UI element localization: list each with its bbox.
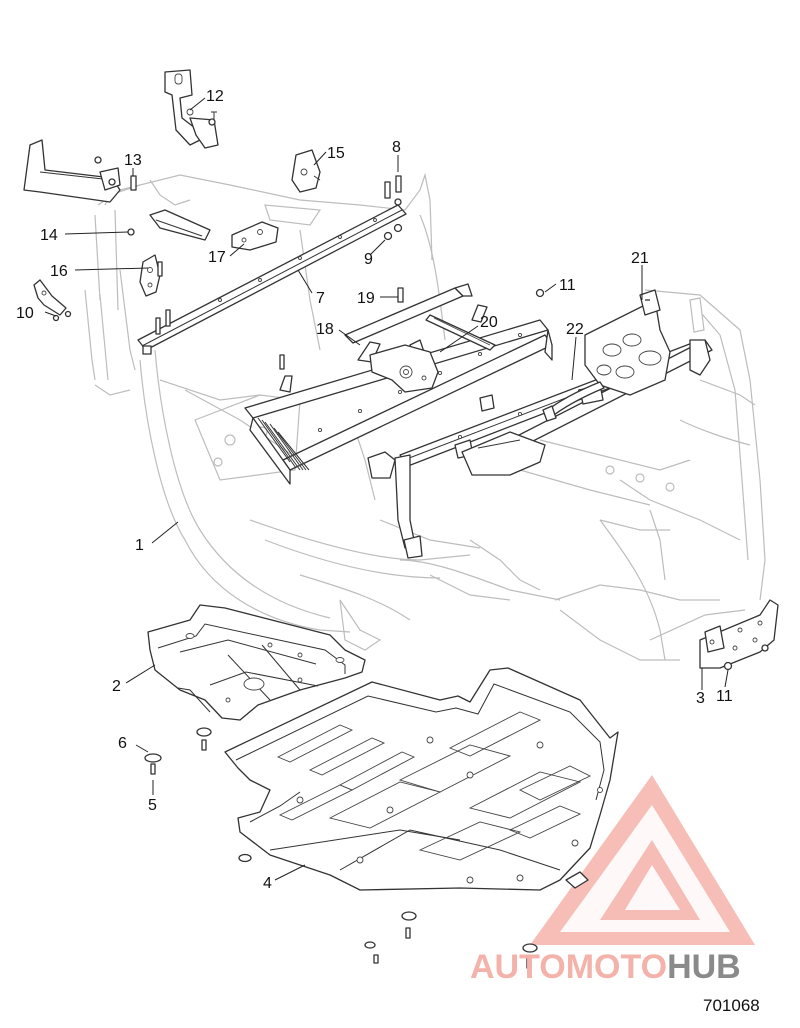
watermark-brand-part2: HUB — [667, 948, 741, 986]
svg-text:AUTOMOTOHUB: AUTOMOTOHUB — [470, 948, 741, 986]
callout-7: 7 — [316, 290, 325, 307]
callout-labels: 1 2 3 4 5 6 7 8 9 10 11 11 12 13 14 15 1… — [16, 88, 733, 892]
callout-14: 14 — [40, 227, 58, 244]
callout-3: 3 — [696, 690, 705, 707]
callout-19: 19 — [357, 290, 375, 307]
rear-crossmember-21 — [584, 289, 711, 396]
callout-15: 15 — [327, 145, 345, 162]
watermark-text: AUTOMOTOHUB — [470, 948, 741, 986]
bracket-arm-left — [23, 139, 121, 203]
main-frame-ghost — [84, 172, 766, 661]
diagram-number: 701068 — [703, 996, 760, 1015]
callout-18: 18 — [316, 321, 334, 338]
callout-21: 21 — [631, 250, 649, 267]
callout-13: 13 — [124, 152, 142, 169]
callout-11-upper: 11 — [559, 277, 576, 294]
bracket-18 — [369, 344, 439, 393]
bracket-near-14 — [149, 209, 211, 241]
bracket-10 — [33, 279, 67, 316]
bracket-17 — [231, 221, 279, 251]
callout-1: 1 — [135, 537, 144, 554]
callout-2: 2 — [112, 678, 121, 695]
watermark-logo — [530, 775, 755, 945]
callout-4: 4 — [263, 875, 272, 892]
strap-22 — [542, 381, 605, 422]
bracket-3 — [699, 599, 779, 669]
callout-16: 16 — [50, 263, 68, 280]
fasteners — [52, 118, 769, 969]
bracket-15 — [291, 149, 321, 193]
upper-cross-tube — [137, 204, 407, 351]
skid-plate-2 — [147, 604, 366, 721]
callout-12: 12 — [206, 88, 224, 105]
callout-10: 10 — [16, 305, 34, 322]
callout-9: 9 — [364, 251, 373, 268]
callout-5: 5 — [148, 797, 157, 814]
leader-lines — [44, 97, 729, 881]
callout-8: 8 — [392, 139, 401, 156]
watermark-brand-part1: AUTOMOTO — [470, 948, 667, 986]
callout-17: 17 — [208, 249, 226, 266]
callout-6: 6 — [118, 735, 127, 752]
bracket-16 — [139, 254, 161, 297]
skid-plate-4 — [224, 667, 619, 891]
callout-11-lower: 11 — [716, 688, 733, 705]
callout-22: 22 — [566, 321, 584, 338]
callout-20: 20 — [480, 314, 498, 331]
